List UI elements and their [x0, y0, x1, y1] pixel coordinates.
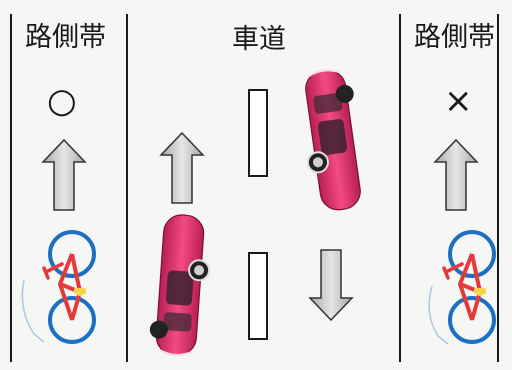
label-left-road-shoulder: 路側帯 [25, 22, 106, 53]
arrow-icon-up-right-shoulder [433, 138, 479, 211]
arrow-icon-up-left-shoulder [41, 138, 87, 211]
arrow-icon-up-roadway [159, 131, 205, 204]
label-right-road-shoulder: 路側帯 [414, 22, 495, 53]
car-icon-same-direction [149, 214, 211, 356]
car-icon-oncoming [305, 69, 361, 211]
arrow-icon-down-roadway [308, 249, 354, 322]
prohibited-cross-mark: × [444, 81, 473, 121]
allowed-circle-mark: ○ [47, 81, 77, 121]
label-roadway: 車道 [232, 24, 286, 55]
bicycle-icon-left-shoulder [21, 230, 96, 344]
bicycle-icon-right-shoulder [428, 230, 496, 345]
center-lane-dash-bottom [248, 252, 268, 340]
center-lane-dash-top [248, 89, 268, 177]
